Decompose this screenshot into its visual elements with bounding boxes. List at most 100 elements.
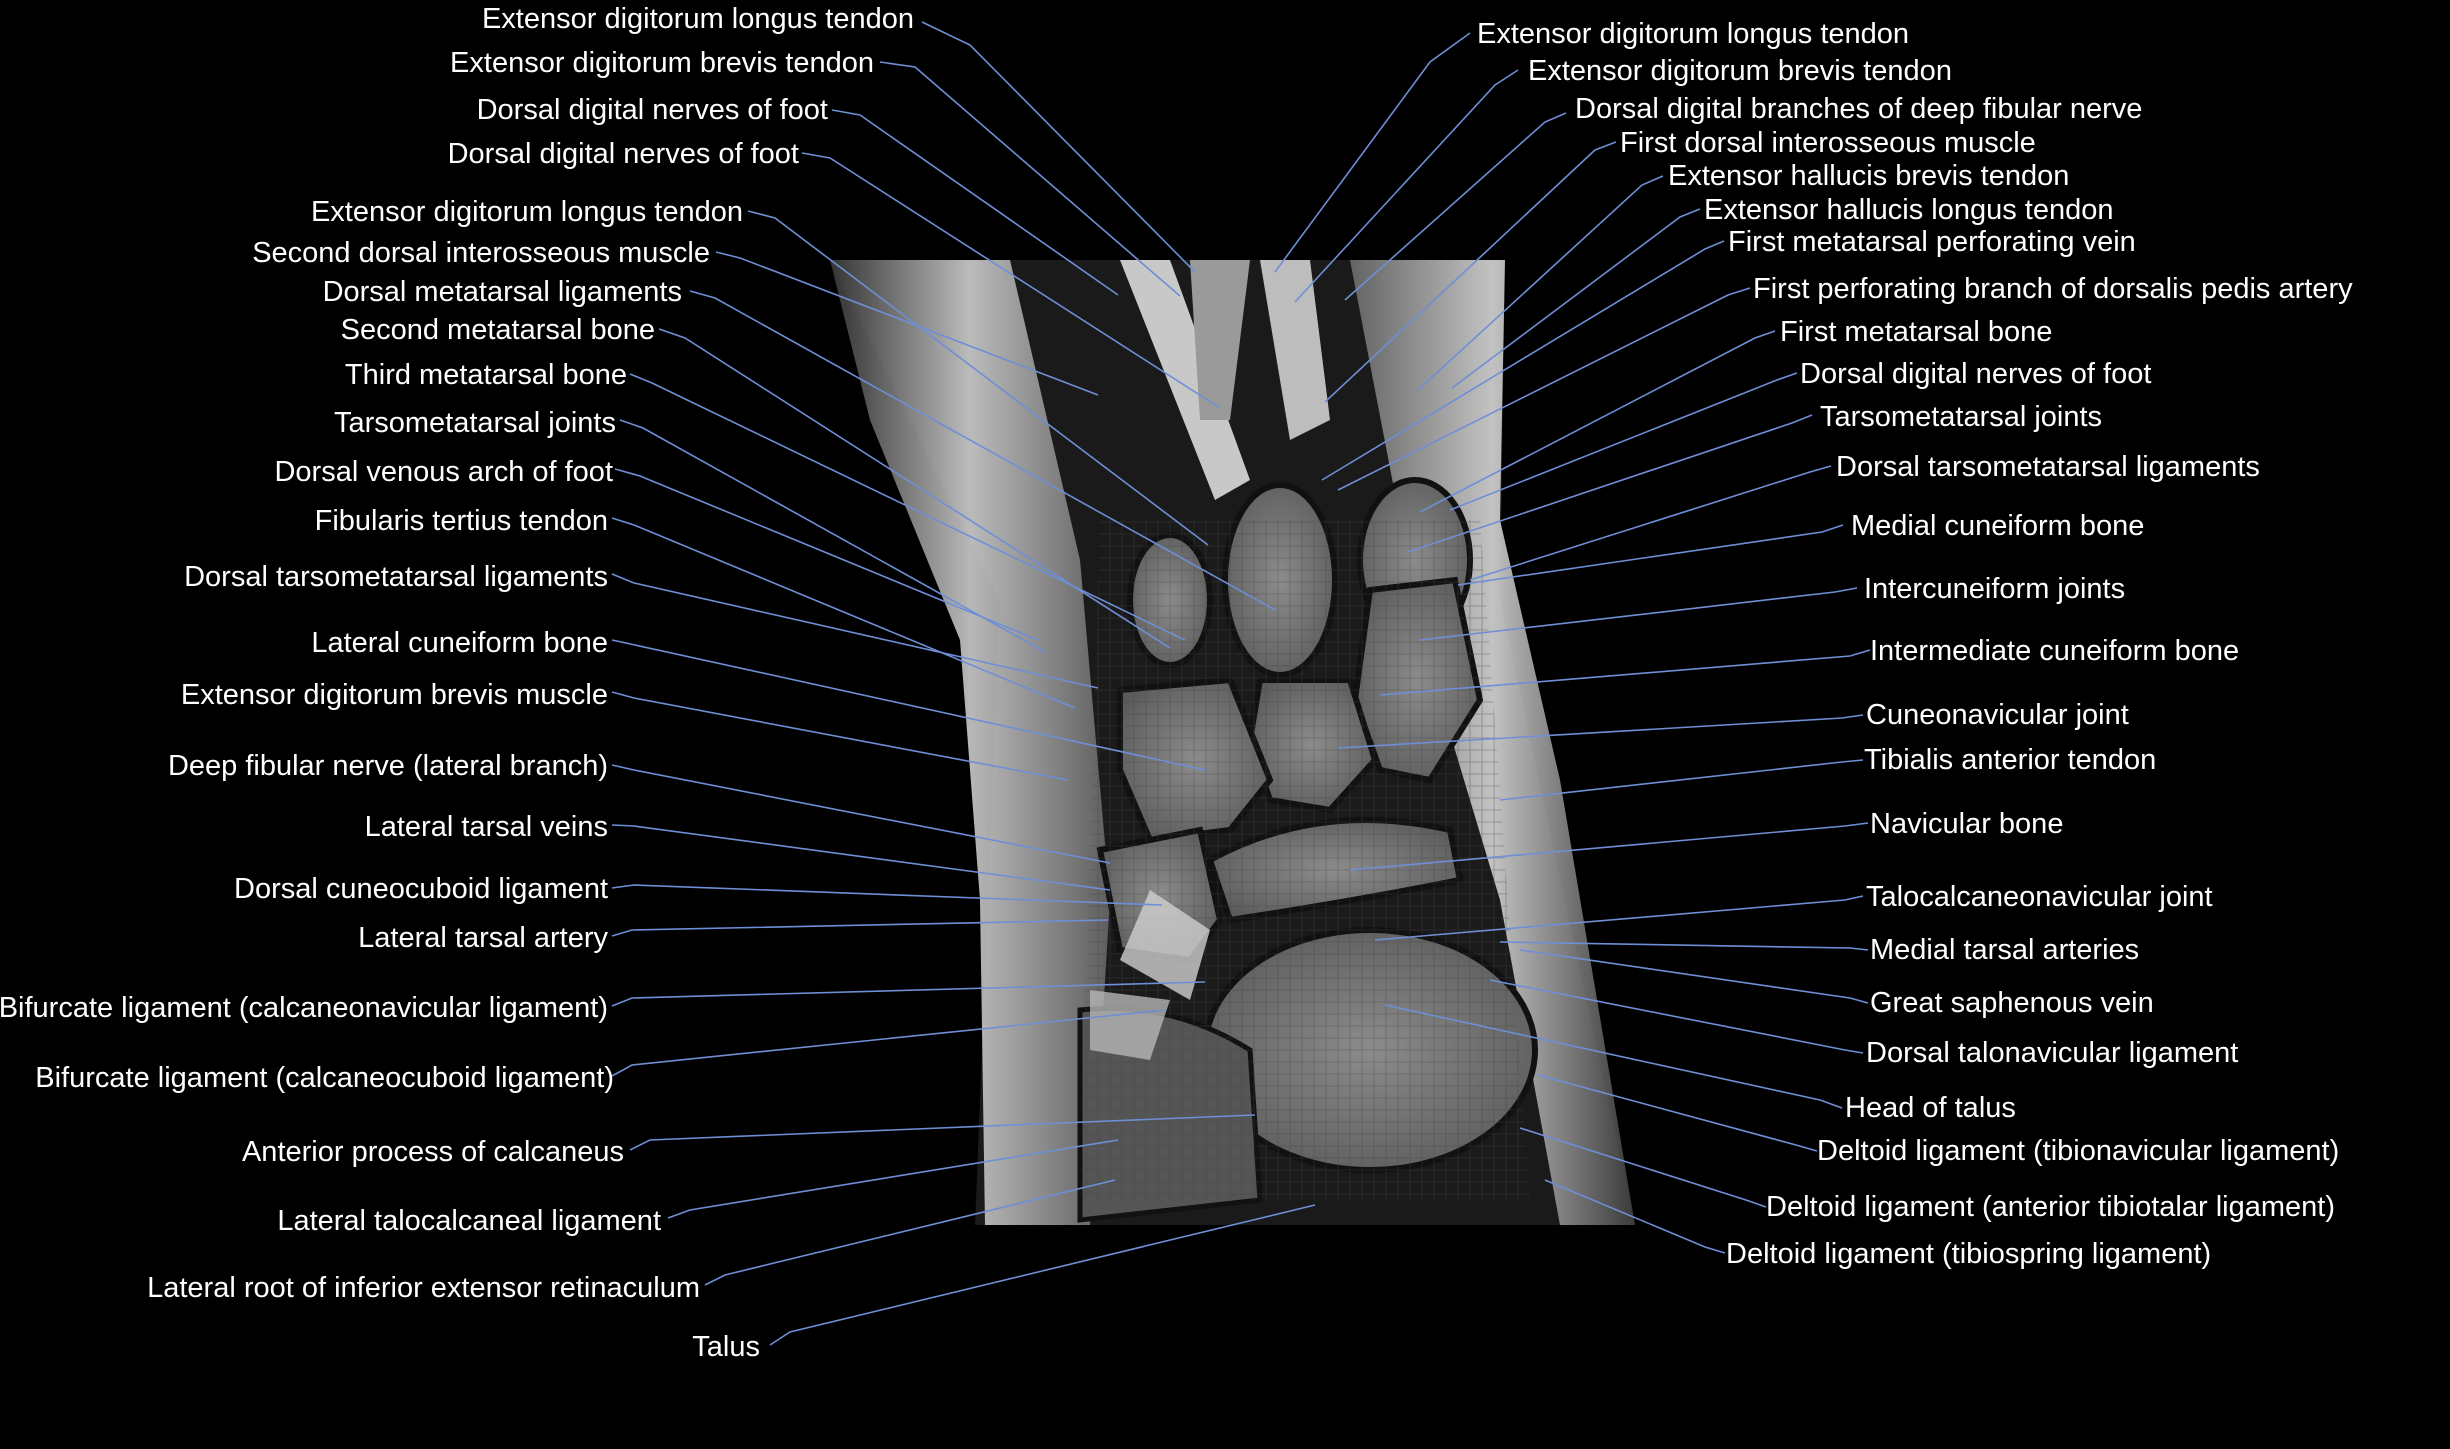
- label-right: Extensor digitorum brevis tendon: [1528, 55, 1952, 87]
- leader-line: [1407, 414, 1813, 553]
- label-left: Lateral tarsal artery: [358, 922, 608, 954]
- leader-line: [629, 373, 1186, 641]
- leader-line: [611, 981, 1206, 1007]
- leader-line: [1519, 1127, 1767, 1208]
- leader-line: [629, 1114, 1256, 1151]
- label-right: Cuneonavicular joint: [1866, 699, 2129, 731]
- label-right: Talocalcaneonavicular joint: [1866, 881, 2213, 913]
- leader-line: [831, 109, 1119, 296]
- leader-line: [1337, 287, 1751, 491]
- label-left: Bifurcate ligament (calcaneocuboid ligam…: [35, 1062, 614, 1094]
- leader-line: [611, 1009, 1166, 1077]
- leader-lines: [611, 21, 1871, 1346]
- label-right: First dorsal interosseous muscle: [1620, 127, 2036, 159]
- right-labels: Extensor digitorum longus tendon Extenso…: [1477, 18, 2353, 1270]
- leader-line: [1344, 112, 1567, 301]
- leader-line: [611, 517, 1076, 709]
- label-right: Dorsal digital branches of deep fibular …: [1575, 93, 2142, 125]
- label-left: Third metatarsal bone: [345, 359, 627, 391]
- label-left: Second dorsal interosseous muscle: [252, 237, 710, 269]
- leader-line: [1451, 208, 1701, 389]
- label-right: Dorsal digital nerves of foot: [1800, 358, 2151, 390]
- leader-line: [619, 419, 1046, 653]
- label-right: Intermediate cuneiform bone: [1870, 635, 2239, 667]
- leader-line: [1489, 979, 1864, 1054]
- leader-line: [1274, 32, 1471, 273]
- leader-line: [921, 21, 1196, 273]
- label-left: Lateral cuneiform bone: [311, 627, 608, 659]
- label-left: Extensor digitorum brevis muscle: [181, 679, 608, 711]
- label-right: Extensor digitorum longus tendon: [1477, 18, 1909, 50]
- label-right: First metatarsal bone: [1780, 316, 2052, 348]
- label-left: Deep fibular nerve (lateral branch): [168, 750, 608, 782]
- leader-line: [1537, 1074, 1818, 1152]
- label-right: Medial tarsal arteries: [1870, 934, 2139, 966]
- leader-line: [704, 1179, 1116, 1286]
- leader-line: [1324, 141, 1617, 403]
- label-left: Dorsal digital nerves of foot: [477, 94, 828, 126]
- label-right: Deltoid ligament (tibionavicular ligamen…: [1817, 1135, 2339, 1167]
- label-right: Dorsal tarsometatarsal ligaments: [1836, 451, 2260, 483]
- label-left: Bifurcate ligament (calcaneonavicular li…: [0, 992, 608, 1024]
- label-left: Dorsal cuneocuboid ligament: [234, 873, 608, 905]
- leader-line: [801, 152, 1221, 409]
- leader-line: [1419, 330, 1776, 513]
- label-left: Lateral talocalcaneal ligament: [277, 1205, 661, 1237]
- label-right: Head of talus: [1845, 1092, 2016, 1124]
- leader-line: [614, 468, 1039, 641]
- leader-line: [879, 61, 1181, 297]
- label-right: Extensor hallucis brevis tendon: [1668, 160, 2069, 192]
- leader-line: [1321, 240, 1725, 481]
- leader-line: [1449, 372, 1798, 511]
- label-left: Dorsal digital nerves of foot: [448, 138, 799, 170]
- leader-line: [611, 919, 1109, 937]
- leader-line: [1379, 649, 1871, 696]
- label-left: Extensor digitorum brevis tendon: [450, 47, 874, 79]
- leader-line: [1374, 895, 1864, 941]
- leader-line: [667, 1139, 1119, 1219]
- leader-line: [1349, 822, 1869, 871]
- label-left: Lateral root of inferior extensor retina…: [147, 1272, 700, 1304]
- label-left: Tarsometatarsal joints: [334, 407, 616, 439]
- label-right: Medial cuneiform bone: [1851, 510, 2144, 542]
- leader-line: [715, 251, 1099, 396]
- label-right: Tibialis anterior tendon: [1864, 744, 2156, 776]
- leader-line: [1499, 759, 1864, 801]
- label-right: First metatarsal perforating vein: [1728, 226, 2136, 258]
- label-right: Intercuneiform joints: [1864, 573, 2125, 605]
- leader-line: [747, 210, 1209, 546]
- label-right: Deltoid ligament (tibiospring ligament): [1726, 1238, 2211, 1270]
- label-right: Great saphenous vein: [1870, 987, 2154, 1019]
- leader-line: [611, 824, 1111, 891]
- label-right: Tarsometatarsal joints: [1820, 401, 2102, 433]
- leader-line: [1419, 587, 1858, 641]
- leader-line: [1457, 524, 1844, 586]
- leader-line: [1294, 69, 1519, 303]
- mri-image: [830, 260, 1635, 1225]
- leader-line: [689, 290, 1276, 611]
- leader-line: [611, 691, 1069, 781]
- label-left: Dorsal tarsometatarsal ligaments: [184, 561, 608, 593]
- leader-line: [1417, 175, 1664, 391]
- label-left: Extensor digitorum longus tendon: [482, 3, 914, 35]
- label-left: Lateral tarsal veins: [365, 811, 608, 843]
- label-right: Extensor hallucis longus tendon: [1704, 194, 2113, 226]
- leader-line: [769, 1204, 1316, 1346]
- label-right: Navicular bone: [1870, 808, 2063, 840]
- leader-line: [1469, 465, 1832, 581]
- label-left: Anterior process of calcaneus: [242, 1136, 624, 1168]
- label-left: Dorsal metatarsal ligaments: [323, 276, 682, 308]
- leader-line: [658, 328, 1171, 649]
- leader-line: [1519, 949, 1869, 1004]
- leader-line: [611, 764, 1111, 864]
- label-right: First perforating branch of dorsalis ped…: [1753, 273, 2353, 305]
- label-left: Second metatarsal bone: [341, 314, 655, 346]
- leader-line: [1499, 941, 1869, 951]
- leader-line: [1384, 1004, 1843, 1109]
- leader-line: [611, 639, 1206, 771]
- leader-line: [611, 884, 1163, 906]
- label-right: Dorsal talonavicular ligament: [1866, 1037, 2238, 1069]
- left-labels: Extensor digitorum longus tendon Extenso…: [0, 3, 914, 1363]
- leader-line: [1337, 714, 1864, 749]
